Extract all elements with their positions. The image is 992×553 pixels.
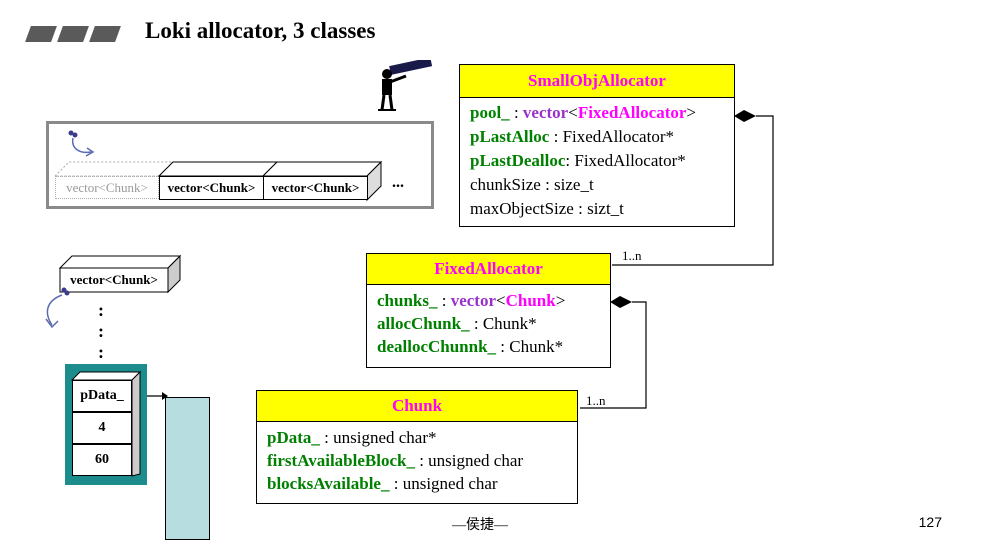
dot-3: : bbox=[98, 342, 104, 362]
member-row: blocksAvailable_ : unsigned char bbox=[267, 474, 498, 493]
member-row: pData_ : unsigned char* bbox=[267, 428, 437, 447]
curved-arrow-down-icon bbox=[45, 287, 70, 329]
page-title: Loki allocator, 3 classes bbox=[145, 18, 376, 43]
multiplicity-chunk: 1..n bbox=[586, 393, 606, 408]
aggregation-diamond-small bbox=[734, 110, 756, 122]
single-vector-label: vector<Chunk> bbox=[70, 272, 158, 287]
small-obj-allocator-class: SmallObjAllocator pool_ : vector<FixedAl… bbox=[459, 64, 735, 227]
member-row: chunks_ : vector<Chunk> bbox=[377, 291, 566, 310]
value-cell-1: 4 bbox=[72, 412, 132, 444]
member-row: deallocChunnk_ : Chunk* bbox=[377, 337, 564, 356]
faded-vector-block: vector<Chunk> bbox=[55, 176, 159, 199]
telescope-person-icon bbox=[378, 60, 433, 111]
aggregation-diamond-fixed bbox=[610, 296, 632, 308]
chunk-cells-3d bbox=[70, 370, 142, 477]
class-name: FixedAllocator bbox=[367, 254, 610, 285]
single-vector-3d bbox=[58, 254, 182, 294]
chunk-class: Chunk pData_ : unsigned char* firstAvail… bbox=[256, 390, 578, 504]
member-row: chunkSize : size_t bbox=[470, 175, 594, 194]
pdata-cell: pData_ bbox=[72, 380, 132, 412]
member-row: pool_ : vector<FixedAllocator> bbox=[470, 103, 697, 122]
member-row: firstAvailableBlock_ : unsigned char bbox=[267, 451, 524, 470]
vector-block-2-label: vector<Chunk> bbox=[271, 180, 360, 195]
class-name: SmallObjAllocator bbox=[460, 65, 734, 98]
dot-1: : bbox=[98, 300, 104, 320]
member-row: pLastDealloc: FixedAllocator* bbox=[470, 151, 686, 170]
vector-block-2: vector<Chunk> bbox=[263, 176, 368, 200]
member-row: maxObjectSize : sizt_t bbox=[470, 199, 624, 218]
vertical-dots: : : : bbox=[98, 300, 104, 363]
page-number: 127 bbox=[918, 514, 942, 530]
member-row: allocChunk_ : Chunk* bbox=[377, 314, 537, 333]
memory-block bbox=[165, 397, 210, 540]
faded-vector-label: vector<Chunk> bbox=[66, 180, 148, 195]
dot-2: : bbox=[98, 321, 104, 341]
class-name: Chunk bbox=[257, 391, 577, 422]
value-cell-2: 60 bbox=[72, 444, 132, 476]
vector-block-1-label: vector<Chunk> bbox=[167, 180, 256, 195]
curved-arrow-icon bbox=[68, 130, 95, 157]
fixed-allocator-class: FixedAllocator chunks_ : vector<Chunk> a… bbox=[366, 253, 611, 368]
multiplicity-fixed: 1..n bbox=[622, 248, 642, 263]
single-vector-block: vector<Chunk> bbox=[60, 268, 168, 292]
vector-row-3d-top bbox=[55, 160, 383, 202]
footer-author: —侯捷— bbox=[452, 518, 508, 533]
member-row: pLastAlloc : FixedAllocator* bbox=[470, 127, 674, 146]
vector-block-1: vector<Chunk> bbox=[159, 176, 264, 200]
row-ellipsis: ... bbox=[392, 174, 404, 191]
